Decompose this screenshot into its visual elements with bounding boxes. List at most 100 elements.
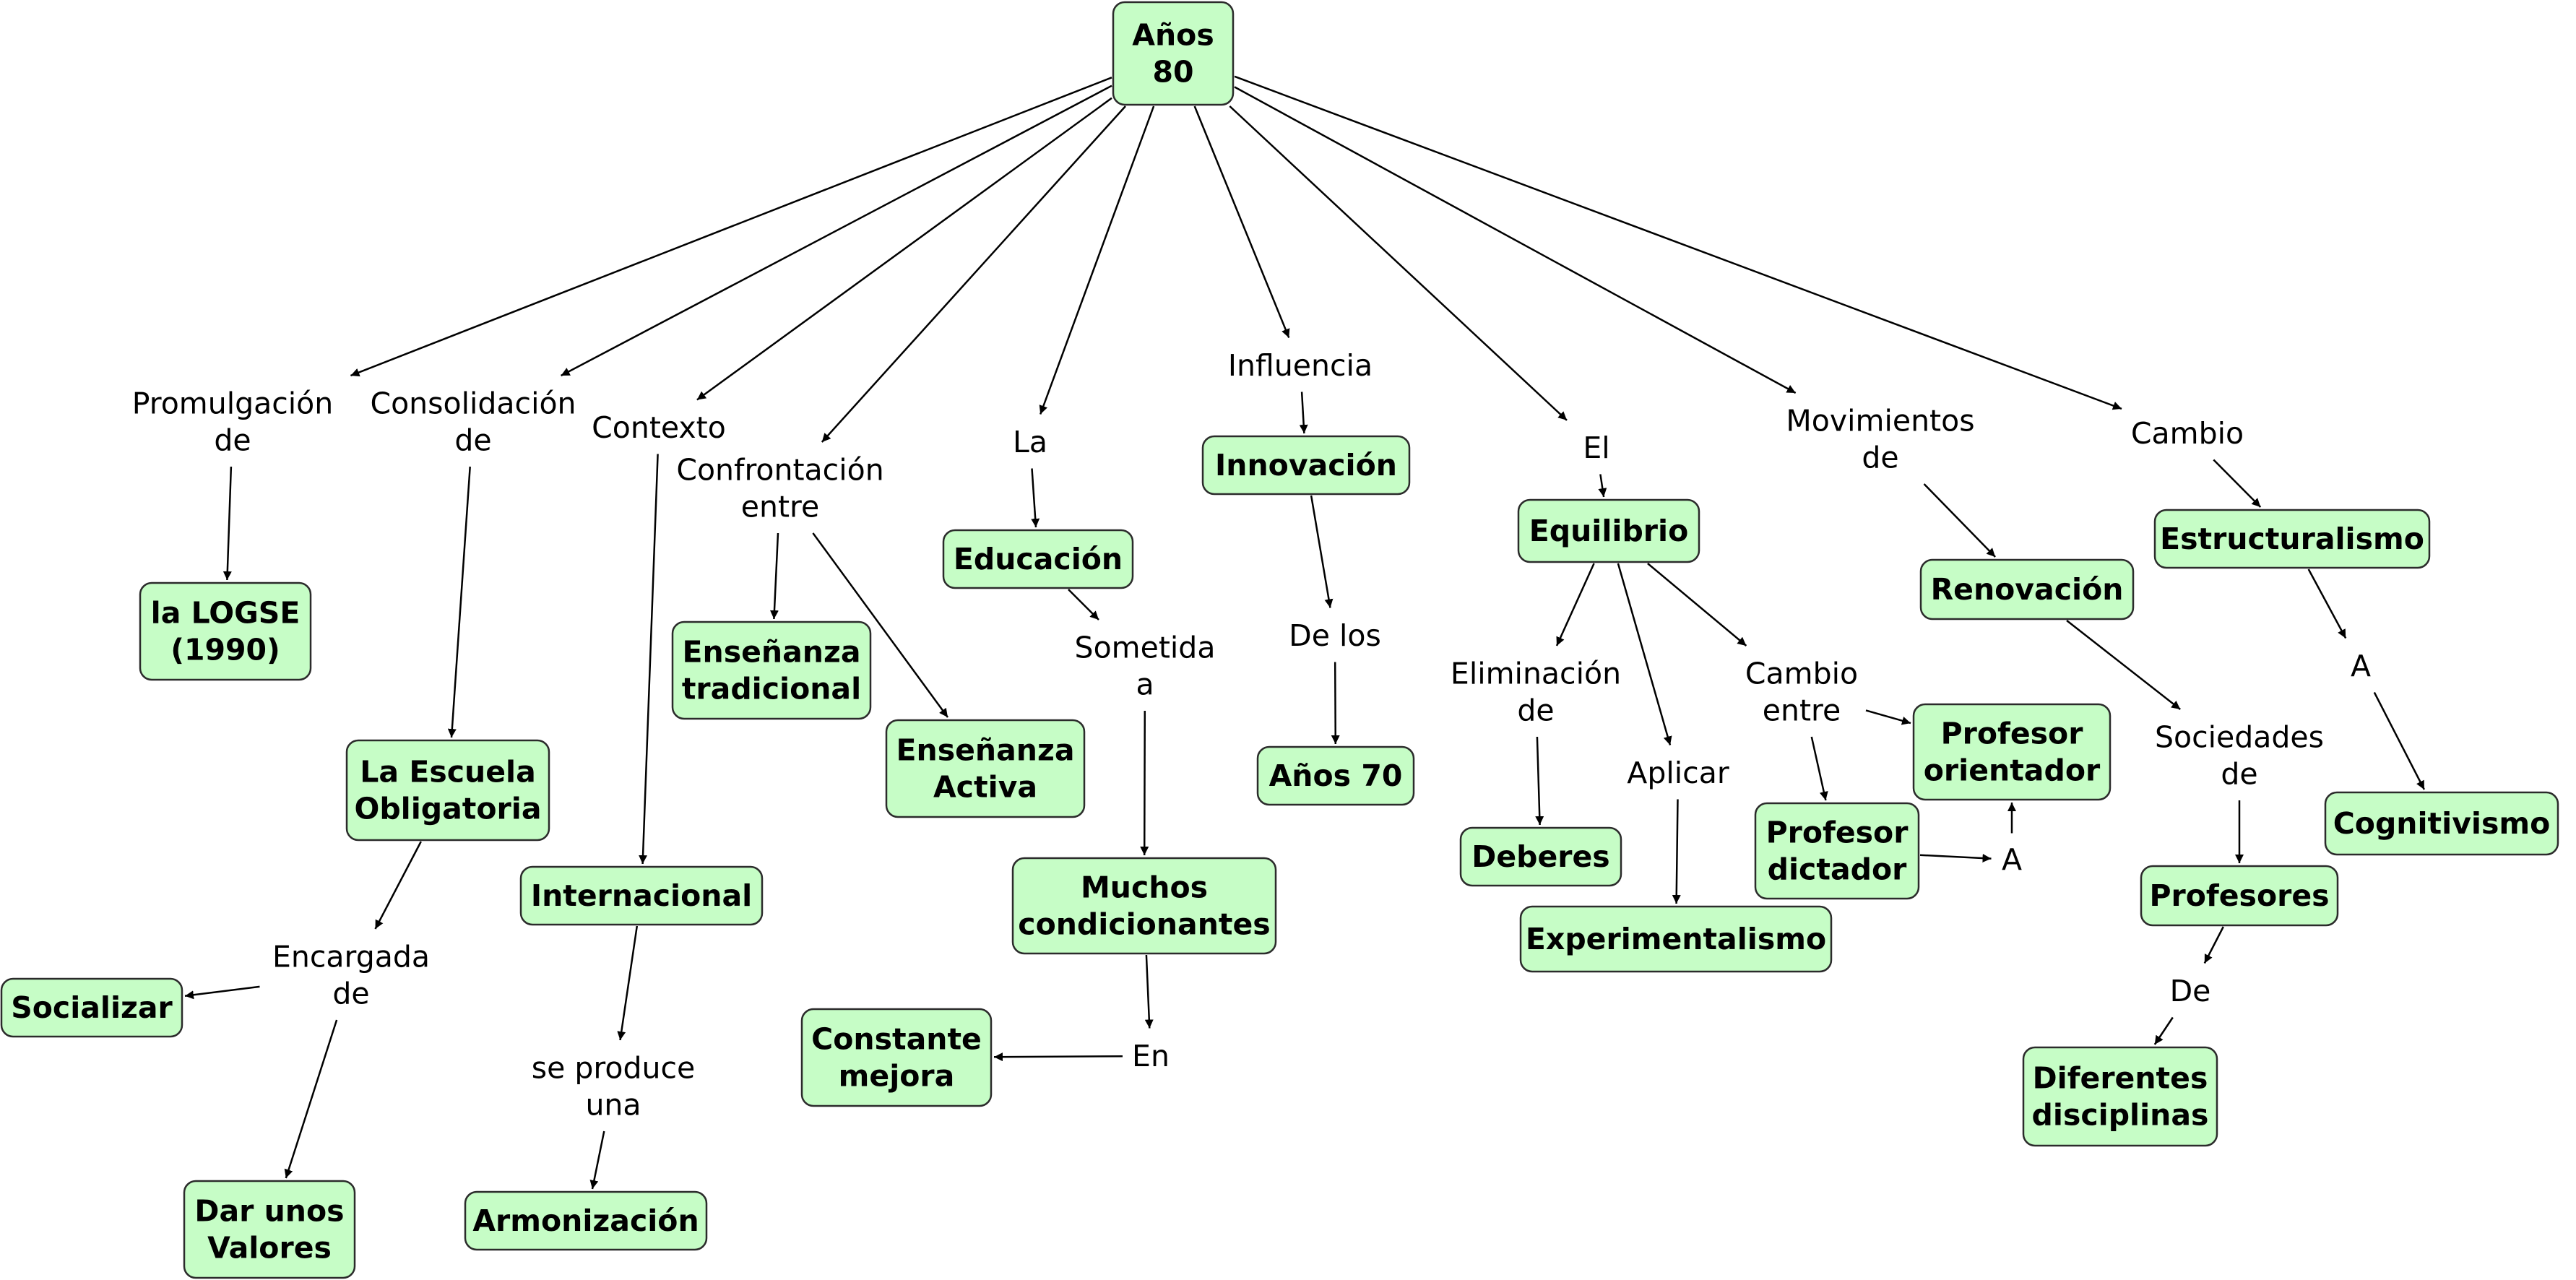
concept-label-prof-orientador: Profesor [1941,717,2084,751]
linking-phrase-la: La [1013,425,1047,459]
link-el-to-equilibrio [1598,474,1607,498]
link-eliminacion-to-deberes [1535,736,1544,826]
link-encargada-to-valores [284,1019,338,1179]
concept-box-internacional [519,865,764,926]
link-anos80-to-cambio [1234,75,2122,410]
link-equilibrio-to-aplicar [1617,563,1672,745]
concept-label-anos70: Años 70 [1269,758,1403,793]
concept-logse[interactable]: la LOGSE(1990) [139,581,312,681]
link-prof-dictador-to-a-prof [1919,854,1992,862]
phrase-label-aplicar: Aplicar [1627,756,1729,790]
link-internacional-to-se-produce [617,925,639,1041]
concept-label-deberes: Deberes [1471,839,1609,874]
concept-innovacion[interactable]: Innovación [1201,435,1411,496]
link-educacion-to-sometida [1068,589,1099,620]
phrase-label-sociedades: de [2221,757,2257,792]
concept-box-educacion [942,529,1134,589]
concept-socializar[interactable]: Socializar [0,977,183,1038]
concept-armonizacion[interactable]: Armonización [464,1190,708,1251]
concept-educacion[interactable]: Educación [942,529,1134,589]
concept-cognitivismo[interactable]: Cognitivismo [2324,791,2559,856]
phrase-label-la: La [1013,425,1047,459]
concept-box-escuela [345,739,550,842]
concept-label-constante: mejora [839,1059,955,1094]
concept-label-profesores: Profesores [2149,878,2329,913]
phrase-label-sometida: a [1136,667,1154,702]
phrase-label-a-cogn: A [2351,649,2371,683]
concept-label-ens-activa: Enseñanza [896,733,1075,768]
concept-label-condicionantes: condicionantes [1018,907,1270,942]
linking-phrase-de-los: De los [1289,618,1381,653]
linking-phrase-influencia: Influencia [1228,348,1373,383]
link-escuela-to-encargada [374,841,422,930]
link-influencia-to-innovacion [1299,392,1308,434]
concept-label-socializar: Socializar [11,990,173,1025]
phrase-label-se-produce: se produce [532,1051,695,1086]
concept-internacional[interactable]: Internacional [519,865,764,926]
concept-label-prof-orientador: orientador [1924,753,2101,788]
concept-label-valores: Dar unos [194,1194,344,1229]
concept-renovacion[interactable]: Renovación [1919,558,2135,620]
concept-box-prof-orientador [1912,703,2112,801]
concept-label-prof-dictador: Profesor [1766,816,1909,850]
concept-label-anos80: 80 [1152,55,1193,90]
linking-phrase-en: En [1132,1039,1170,1073]
concept-label-disciplinas: Diferentes [2033,1061,2208,1096]
phrase-label-movimientos: Movimientos [1786,404,1974,438]
concept-box-anos70 [1256,745,1415,806]
concept-label-estructuralismo: Estructuralismo [2160,522,2424,556]
concept-box-equilibrio [1517,498,1700,563]
link-renovacion-to-sociedades [2066,620,2181,710]
concept-anos70[interactable]: Años 70 [1256,745,1415,806]
concept-label-ens-activa: Activa [933,770,1037,805]
linking-phrase-contexto: Contexto [592,410,726,445]
concept-experimentalismo[interactable]: Experimentalismo [1519,905,1833,973]
concept-equilibrio[interactable]: Equilibrio [1517,498,1700,563]
concept-box-innovacion [1201,435,1411,496]
link-equilibrio-to-cambio-entre [1647,563,1747,647]
linking-phrase-el: El [1583,431,1609,465]
link-confrontacion-to-ens-trad [769,532,779,620]
phrase-label-confrontacion: entre [741,490,819,524]
concept-box-deberes [1459,826,1622,887]
concept-box-ens-activa [885,719,1086,818]
phrase-label-eliminacion: de [1517,693,1554,728]
concept-estructuralismo[interactable]: Estructuralismo [2153,509,2431,569]
phrase-label-cambio-entre: Cambio [1745,657,1858,691]
concept-profesores[interactable]: Profesores [2140,865,2339,927]
link-de-disc-to-disciplinas [2153,1016,2174,1045]
concept-box-socializar [0,977,183,1038]
link-anos80-to-influencia [1193,105,1290,338]
concept-box-renovacion [1919,558,2135,620]
concept-box-prof-dictador [1754,802,1920,900]
concept-box-constante [800,1008,993,1107]
phrase-label-el: El [1583,431,1609,465]
concept-box-cognitivismo [2324,791,2559,856]
concept-label-disciplinas: disciplinas [2032,1098,2209,1133]
phrase-label-encargada: Encargada [272,940,430,974]
concept-deberes[interactable]: Deberes [1459,826,1622,887]
link-innovacion-to-de-los [1310,495,1334,608]
link-de-los-to-anos70 [1331,662,1340,745]
concept-label-anos80: Años [1132,18,1214,53]
link-se-produce-to-armonizacion [589,1130,605,1190]
concept-box-condicionantes [1011,857,1277,955]
phrase-label-de-los: De los [1289,618,1381,653]
phrase-label-en: En [1132,1039,1170,1073]
phrase-label-eliminacion: Eliminación [1451,657,1621,691]
